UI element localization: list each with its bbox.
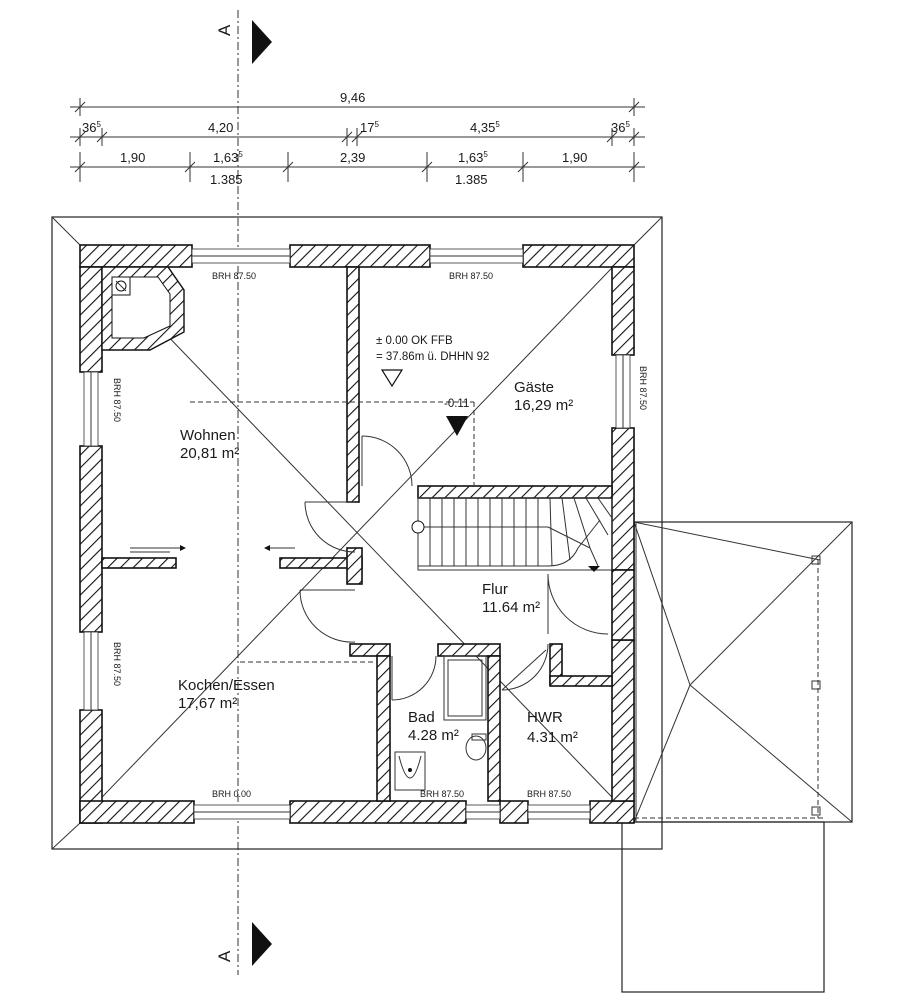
room-hwr-name: HWR bbox=[527, 709, 563, 726]
roof-outline bbox=[51, 216, 853, 993]
dim-overall: 9,46 bbox=[340, 90, 365, 105]
bath-fixtures bbox=[394, 655, 487, 791]
section-arrow-top bbox=[252, 20, 272, 64]
doors bbox=[299, 435, 609, 701]
outer-walls bbox=[79, 244, 635, 824]
dim-row4-1: 1.385 bbox=[210, 172, 243, 187]
room-labels: Wohnen 20,81 m² Gäste 16,29 m² Flur 11.6… bbox=[178, 379, 578, 746]
section-label-bottom: A bbox=[215, 950, 234, 962]
dim-row4-2: 1.385 bbox=[455, 172, 488, 187]
room-flur-area: 11.64 m² bbox=[482, 599, 540, 616]
sliding-door-arrows bbox=[130, 545, 295, 553]
dimension-chains: 9,46 365 4,20 175 4,355 365 1,90 bbox=[70, 90, 645, 187]
room-kochen-area: 17,67 m² bbox=[178, 695, 237, 712]
brh-top-right: BRH 87.50 bbox=[449, 271, 493, 281]
construction-lines bbox=[190, 401, 637, 822]
brh-right: BRH 87.50 bbox=[638, 366, 648, 410]
stairs bbox=[411, 497, 613, 572]
room-gaeste-name: Gäste bbox=[514, 379, 554, 396]
step-marker-icon bbox=[446, 416, 468, 436]
dim-row2-3: 175 bbox=[360, 120, 379, 135]
room-kochen-name: Kochen/Essen bbox=[178, 677, 275, 694]
level-step: -0.11 bbox=[444, 398, 469, 410]
brh-bottom-bad: BRH 87.50 bbox=[420, 789, 464, 799]
room-gaeste-area: 16,29 m² bbox=[514, 397, 573, 414]
brh-left-upper: BRH 87.50 bbox=[112, 378, 122, 422]
dim-row3-1: 1,90 bbox=[120, 150, 145, 165]
dim-row3-2: 1,635 bbox=[213, 150, 243, 165]
level-marker-icon bbox=[380, 369, 404, 388]
room-bad-area: 4.28 m² bbox=[408, 727, 459, 744]
room-flur-name: Flur bbox=[482, 581, 508, 598]
level-line2: = 37.86m ü. DHHN 92 bbox=[376, 351, 489, 363]
level-line1: ± 0.00 OK FFB bbox=[376, 335, 453, 347]
dim-row2-4: 4,355 bbox=[470, 120, 500, 135]
brh-top-left: BRH 87.50 bbox=[212, 271, 256, 281]
dim-row3-3: 2,39 bbox=[340, 150, 365, 165]
section-label-top: A bbox=[215, 24, 234, 36]
chimney bbox=[101, 266, 185, 351]
level-info: ± 0.00 OK FFB = 37.86m ü. DHHN 92 -0.11 bbox=[376, 335, 489, 436]
windows bbox=[83, 248, 631, 820]
dim-row2-5: 365 bbox=[611, 120, 630, 135]
room-bad-name: Bad bbox=[408, 709, 435, 726]
dim-row2-1: 365 bbox=[82, 120, 101, 135]
dim-row3-4: 1,635 bbox=[458, 150, 488, 165]
brh-bottom-hwr: BRH 87.50 bbox=[527, 789, 571, 799]
brh-bottom-left: BRH 0.00 bbox=[212, 789, 251, 799]
dim-row2-2: 4,20 bbox=[208, 120, 233, 135]
brh-left-lower: BRH 87.50 bbox=[112, 642, 122, 686]
section-arrow-bottom bbox=[252, 922, 272, 966]
dim-row3-5: 1,90 bbox=[562, 150, 587, 165]
room-wohnen-area: 20,81 m² bbox=[180, 445, 239, 462]
inner-walls bbox=[101, 266, 635, 802]
room-wohnen-name: Wohnen bbox=[180, 427, 236, 444]
room-hwr-area: 4.31 m² bbox=[527, 729, 578, 746]
window-labels: BRH 87.50 BRH 87.50 BRH 87.50 BRH 87.50 … bbox=[112, 271, 648, 799]
